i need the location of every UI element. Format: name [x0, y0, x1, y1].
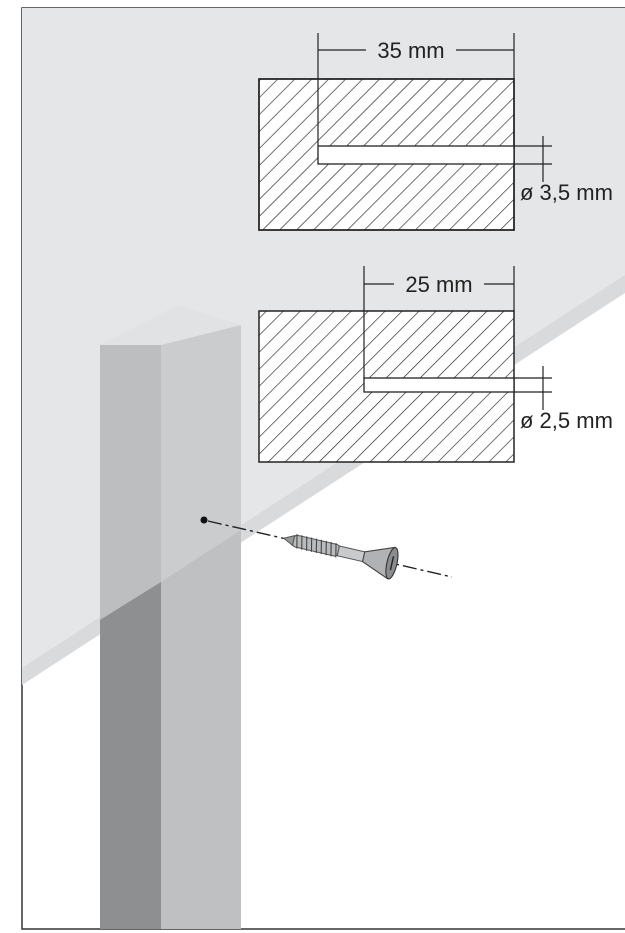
bottom-diameter-label: ø 2,5 mm	[520, 408, 613, 433]
top-section: 35 mm ø 3,5 mm	[258, 33, 613, 231]
top-diameter-label: ø 3,5 mm	[520, 180, 613, 205]
pilot-hole	[200, 516, 208, 524]
bottom-depth-label: 25 mm	[405, 272, 472, 297]
bottom-section: 25 mm ø 2,5 mm	[258, 266, 613, 463]
square-post	[100, 305, 241, 929]
top-bore	[317, 145, 515, 165]
screw-icon	[282, 534, 399, 580]
top-depth-label: 35 mm	[377, 38, 444, 63]
bottom-bore	[363, 377, 515, 393]
